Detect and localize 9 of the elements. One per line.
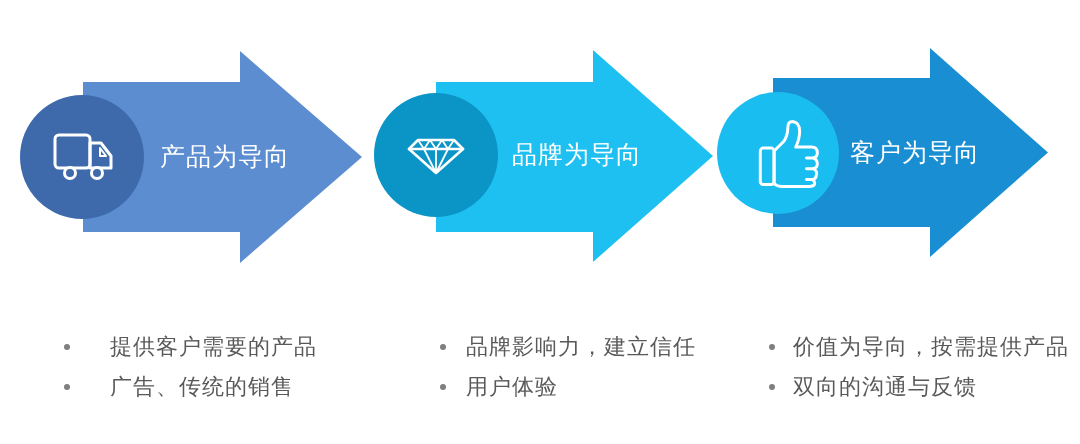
- arrow-title: 产品为导向: [160, 142, 290, 172]
- bullet-text: 品牌影响力，建立信任: [466, 333, 696, 361]
- bullet-text: 广告、传统的销售: [110, 373, 294, 401]
- bullet-text: 提供客户需要的产品: [110, 333, 317, 361]
- arrow-title: 品牌为导向: [512, 140, 642, 170]
- bullet-text: 双向的沟通与反馈: [793, 373, 977, 401]
- bullet-text: 价值为导向，按需提供产品: [793, 333, 1069, 361]
- bullet-text: 用户体验: [466, 373, 558, 401]
- arrow-title: 客户为导向: [850, 138, 980, 168]
